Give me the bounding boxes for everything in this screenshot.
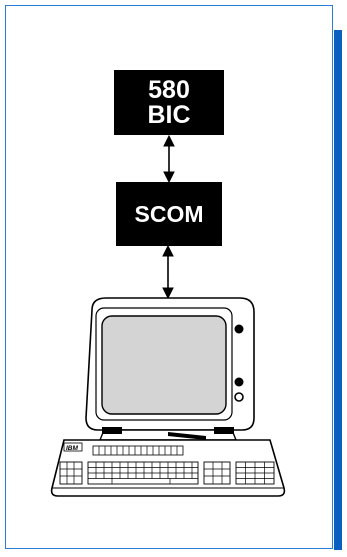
- scom-box: SCOM: [116, 182, 222, 246]
- double-arrow-icon: [162, 244, 174, 300]
- double-arrow-icon: [163, 134, 175, 184]
- keyboard-brand-label: IBM: [66, 445, 79, 452]
- bic-box: 580 BIC: [114, 70, 224, 135]
- accent-bar: [334, 30, 342, 550]
- bic-box-line2: BIC: [147, 100, 191, 129]
- bic-box-line1: 580: [148, 75, 190, 104]
- keyboard-icon: [50, 439, 286, 497]
- computer-terminal-icon: [85, 297, 255, 441]
- scom-box-label: SCOM: [134, 200, 204, 227]
